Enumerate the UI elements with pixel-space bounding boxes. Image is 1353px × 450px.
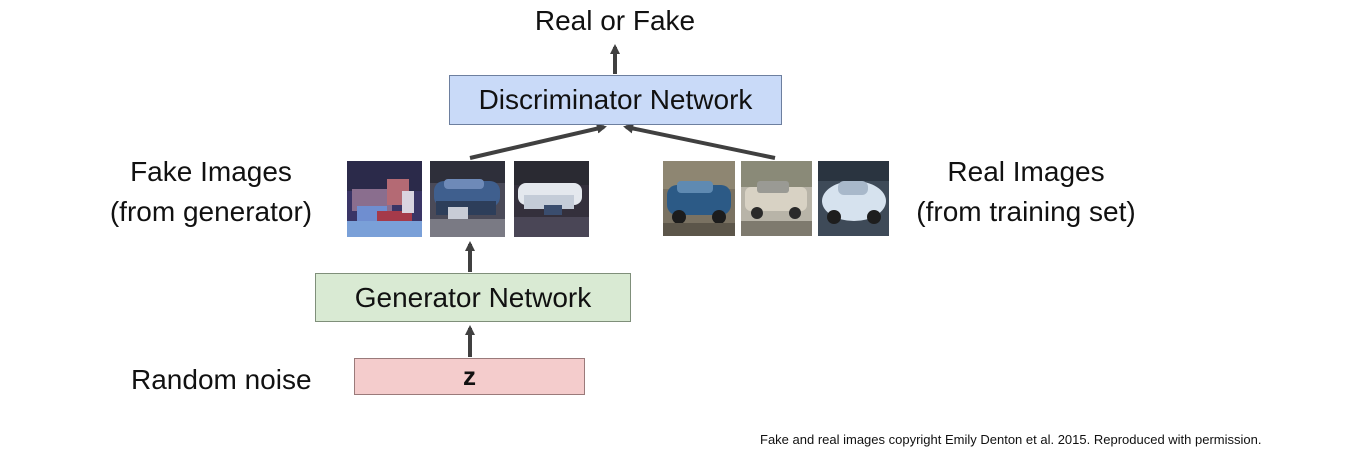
generator-label: Generator Network xyxy=(354,281,592,313)
arrow-real-to-disc xyxy=(623,123,776,160)
random-noise-label: Random noise xyxy=(131,364,312,395)
generator-network-box: Generator Network xyxy=(315,273,631,322)
fake-image-1 xyxy=(347,161,422,237)
real-image-3 xyxy=(818,161,889,236)
real-images-title: Real Images xyxy=(947,156,1105,187)
fake-image-3 xyxy=(514,161,589,237)
real-image-1 xyxy=(663,161,735,236)
output-label: Real or Fake xyxy=(534,5,696,36)
arrow-fake-to-disc xyxy=(469,123,607,160)
noise-z-box: z xyxy=(354,358,585,395)
discriminator-network-box: Discriminator Network xyxy=(449,75,782,125)
fake-images-title: Fake Images xyxy=(130,156,292,187)
noise-z-label: z xyxy=(463,361,476,391)
copyright-footnote: Fake and real images copyright Emily Den… xyxy=(760,432,1262,447)
fake-images-subtitle: (from generator) xyxy=(109,196,313,227)
real-images-subtitle: (from training set) xyxy=(916,196,1136,227)
real-image-2 xyxy=(741,161,812,236)
discriminator-label: Discriminator Network xyxy=(478,84,753,115)
fake-image-2 xyxy=(430,161,505,237)
